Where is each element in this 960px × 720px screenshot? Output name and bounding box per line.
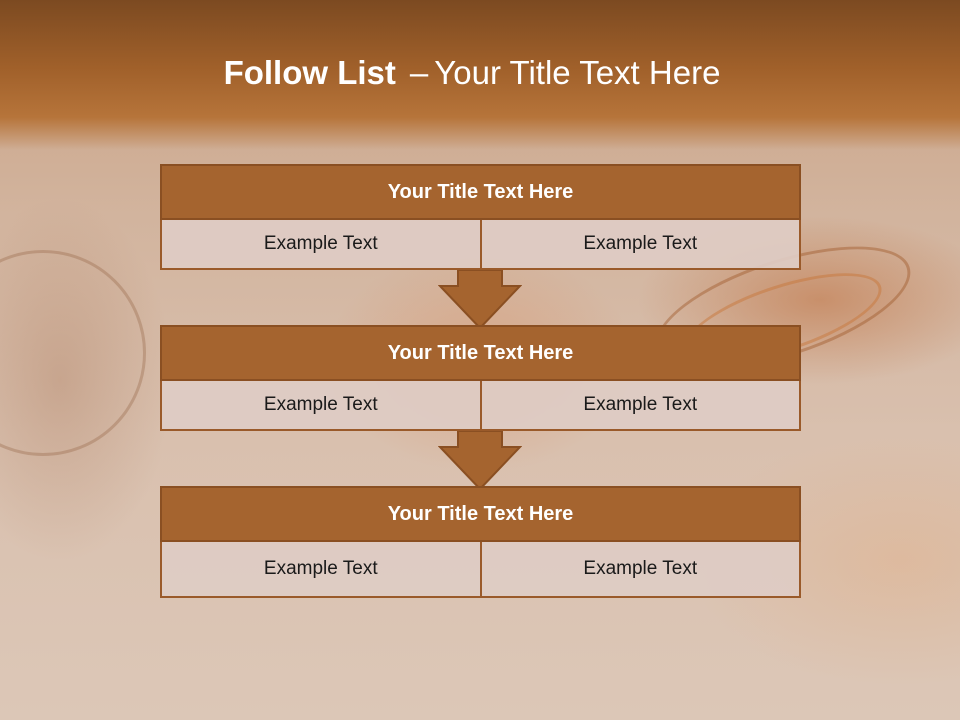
- block-title[interactable]: Your Title Text Here: [160, 164, 801, 220]
- block-title[interactable]: Your Title Text Here: [160, 486, 801, 542]
- block-cell-right[interactable]: Example Text: [481, 220, 801, 270]
- block-title[interactable]: Your Title Text Here: [160, 325, 801, 381]
- block-row: Example Text Example Text: [160, 220, 801, 270]
- slide-title-separator: –: [409, 54, 429, 91]
- list-block-1: Your Title Text Here Example Text Exampl…: [160, 164, 801, 270]
- background-decoration: [0, 250, 146, 456]
- slide-title: Follow List–Your Title Text Here: [0, 54, 944, 92]
- block-cell-right[interactable]: Example Text: [481, 381, 801, 431]
- list-block-3: Your Title Text Here Example Text Exampl…: [160, 486, 801, 598]
- down-arrow-icon: [438, 270, 522, 330]
- slide-title-bold: Follow List: [223, 54, 396, 91]
- block-row: Example Text Example Text: [160, 381, 801, 431]
- block-row: Example Text Example Text: [160, 542, 801, 598]
- block-cell-left[interactable]: Example Text: [160, 381, 482, 431]
- title-band: [0, 0, 960, 150]
- down-arrow-icon: [438, 431, 522, 491]
- block-cell-left[interactable]: Example Text: [160, 220, 482, 270]
- block-cell-right[interactable]: Example Text: [481, 542, 801, 598]
- list-block-2: Your Title Text Here Example Text Exampl…: [160, 325, 801, 431]
- slide-title-rest: Your Title Text Here: [434, 54, 721, 91]
- block-cell-left[interactable]: Example Text: [160, 542, 482, 598]
